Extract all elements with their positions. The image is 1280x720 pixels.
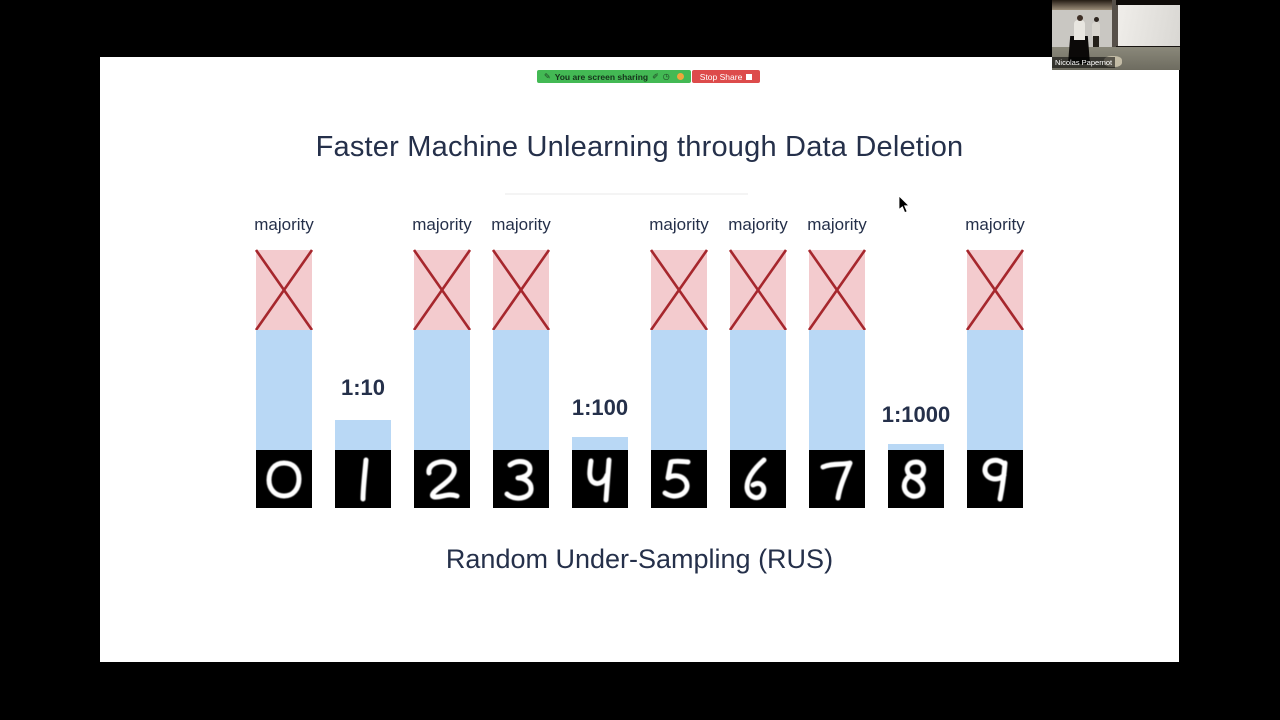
deleted-samples-segment — [728, 249, 788, 331]
speaker-head — [1077, 15, 1083, 21]
red-cross-icon — [254, 249, 314, 331]
mnist-digit-image-3 — [493, 450, 549, 508]
digit-column-8: 1:1000 — [882, 207, 950, 508]
retained-samples-bar — [335, 420, 391, 450]
mnist-digit-image-1 — [335, 450, 391, 508]
notification-dot-icon — [676, 73, 684, 80]
digit-column-1: 1:10 — [335, 207, 391, 508]
timer-icon[interactable]: ◷ — [662, 71, 670, 81]
rus-chart: majority 1:10 majority majority 1:100 majorit… — [100, 57, 1179, 662]
red-cross-icon — [965, 249, 1025, 331]
zoom-screenshare-bar: ✎ You are screen sharing ✐ ◷ Stop Share — [537, 70, 761, 83]
stop-share-button[interactable]: Stop Share — [691, 70, 761, 83]
mouse-cursor — [898, 196, 910, 214]
majority-label: majority — [254, 215, 314, 234]
mnist-digit-image-8 — [888, 450, 944, 508]
faded-divider-line — [505, 193, 748, 195]
screenshare-status: ✎ You are screen sharing ✐ ◷ — [537, 70, 691, 83]
retained-samples-bar — [414, 330, 470, 450]
deleted-samples-segment — [649, 249, 709, 331]
annotate-icon[interactable]: ✐ — [652, 71, 659, 81]
digit-column-2: majority — [412, 207, 472, 508]
shared-slide: Faster Machine Unlearning through Data D… — [100, 57, 1179, 662]
digit-column-4: 1:100 — [572, 207, 628, 508]
retained-samples-bar — [651, 330, 707, 450]
red-cross-icon — [412, 249, 472, 331]
audience-legs — [1093, 36, 1099, 47]
screen-top-frame — [1116, 0, 1180, 5]
majority-label: majority — [649, 215, 709, 234]
digit-column-6: majority — [728, 207, 788, 508]
retained-samples-bar — [888, 444, 944, 450]
class-ratio-label: 1:1000 — [881, 402, 951, 427]
mnist-digit-image-9 — [967, 450, 1023, 508]
majority-label: majority — [728, 215, 788, 234]
audience-head — [1094, 17, 1099, 22]
audience-figure — [1092, 22, 1100, 37]
participant-name-label: Nicolas Papernot — [1052, 57, 1116, 68]
digit-column-5: majority — [649, 207, 709, 508]
projection-screen — [1118, 4, 1180, 48]
stop-square-icon — [746, 73, 753, 80]
class-ratio-label: 1:100 — [571, 395, 629, 420]
slide-caption: Random Under-Sampling (RUS) — [445, 544, 834, 574]
class-ratio-label: 1:10 — [340, 375, 386, 400]
red-cross-icon — [807, 249, 867, 331]
deleted-samples-segment — [254, 249, 314, 331]
majority-label: majority — [807, 215, 867, 234]
retained-samples-bar — [256, 330, 312, 450]
red-cross-icon — [728, 249, 788, 331]
deleted-samples-segment — [807, 249, 867, 331]
digit-column-9: majority — [965, 207, 1025, 508]
digit-column-3: majority — [491, 207, 551, 508]
digit-column-0: majority — [254, 207, 314, 508]
mnist-digit-image-7 — [809, 450, 865, 508]
red-cross-icon — [491, 249, 551, 331]
retained-samples-bar — [572, 437, 628, 450]
digit-column-7: majority — [807, 207, 867, 508]
retained-samples-bar — [967, 330, 1023, 450]
mnist-digit-image-0 — [256, 450, 312, 508]
mnist-digit-image-4 — [572, 450, 628, 508]
wall-shadow-column — [1112, 0, 1120, 52]
retained-samples-bar — [809, 330, 865, 450]
majority-label: majority — [412, 215, 472, 234]
deleted-samples-segment — [412, 249, 472, 331]
screenshare-message: You are screen sharing — [554, 71, 649, 82]
stop-share-label: Stop Share — [699, 71, 743, 82]
mnist-digit-image-2 — [414, 450, 470, 508]
mnist-digit-image-6 — [730, 450, 786, 508]
pencil-icon: ✎ — [544, 71, 551, 81]
mnist-digit-image-5 — [651, 450, 707, 508]
red-cross-icon — [649, 249, 709, 331]
speaker-figure — [1074, 20, 1085, 40]
majority-label: majority — [491, 215, 551, 234]
ceiling — [1052, 0, 1118, 12]
slide-title: Faster Machine Unlearning through Data D… — [315, 131, 964, 163]
webcam-thumbnail[interactable]: Nicolas Papernot — [1052, 0, 1180, 70]
deleted-samples-segment — [491, 249, 551, 331]
majority-label: majority — [965, 215, 1025, 234]
retained-samples-bar — [493, 330, 549, 450]
deleted-samples-segment — [965, 249, 1025, 331]
retained-samples-bar — [730, 330, 786, 450]
